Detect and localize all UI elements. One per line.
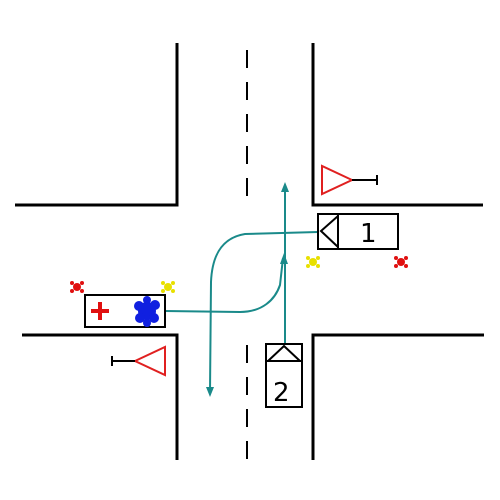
yield-sign-west	[111, 345, 166, 377]
yield-triangle-icon	[132, 345, 166, 377]
vehicle-2-label: 2	[273, 378, 290, 408]
road-edges	[15, 43, 484, 460]
arrow-up-icon	[281, 182, 289, 192]
path-emergency	[164, 257, 284, 314]
arrow-up-icon	[280, 253, 288, 264]
emergency-vehicle	[84, 294, 166, 328]
blinker-dot-icon	[70, 281, 84, 293]
yield-sign-east	[321, 164, 378, 196]
signal-indicators	[70, 256, 408, 293]
yield-triangle-icon	[321, 164, 355, 196]
blinker-dot-icon	[161, 281, 175, 293]
vehicle-front-chevron	[319, 215, 339, 248]
vehicle-front-chevron	[267, 344, 301, 362]
red-cross-icon	[91, 302, 109, 320]
road-corner-bottom-right	[311, 333, 484, 460]
road-corner-top-left	[15, 43, 179, 207]
blinker-dot-icon	[394, 256, 408, 268]
vehicle-body	[265, 343, 303, 408]
road-corner-top-right	[311, 43, 483, 207]
vehicle-2: 2	[265, 343, 303, 408]
vehicle-1: 1	[317, 213, 399, 250]
blinker-dot-icon	[306, 256, 320, 268]
vehicle-body	[317, 213, 399, 250]
travel-paths	[164, 182, 319, 397]
blue-siren-icon	[134, 296, 160, 327]
road-corner-bottom-left	[22, 333, 179, 460]
path-vehicle-1	[209, 231, 319, 393]
vehicle-1-label: 1	[360, 219, 377, 249]
arrow-down-icon	[206, 387, 214, 397]
